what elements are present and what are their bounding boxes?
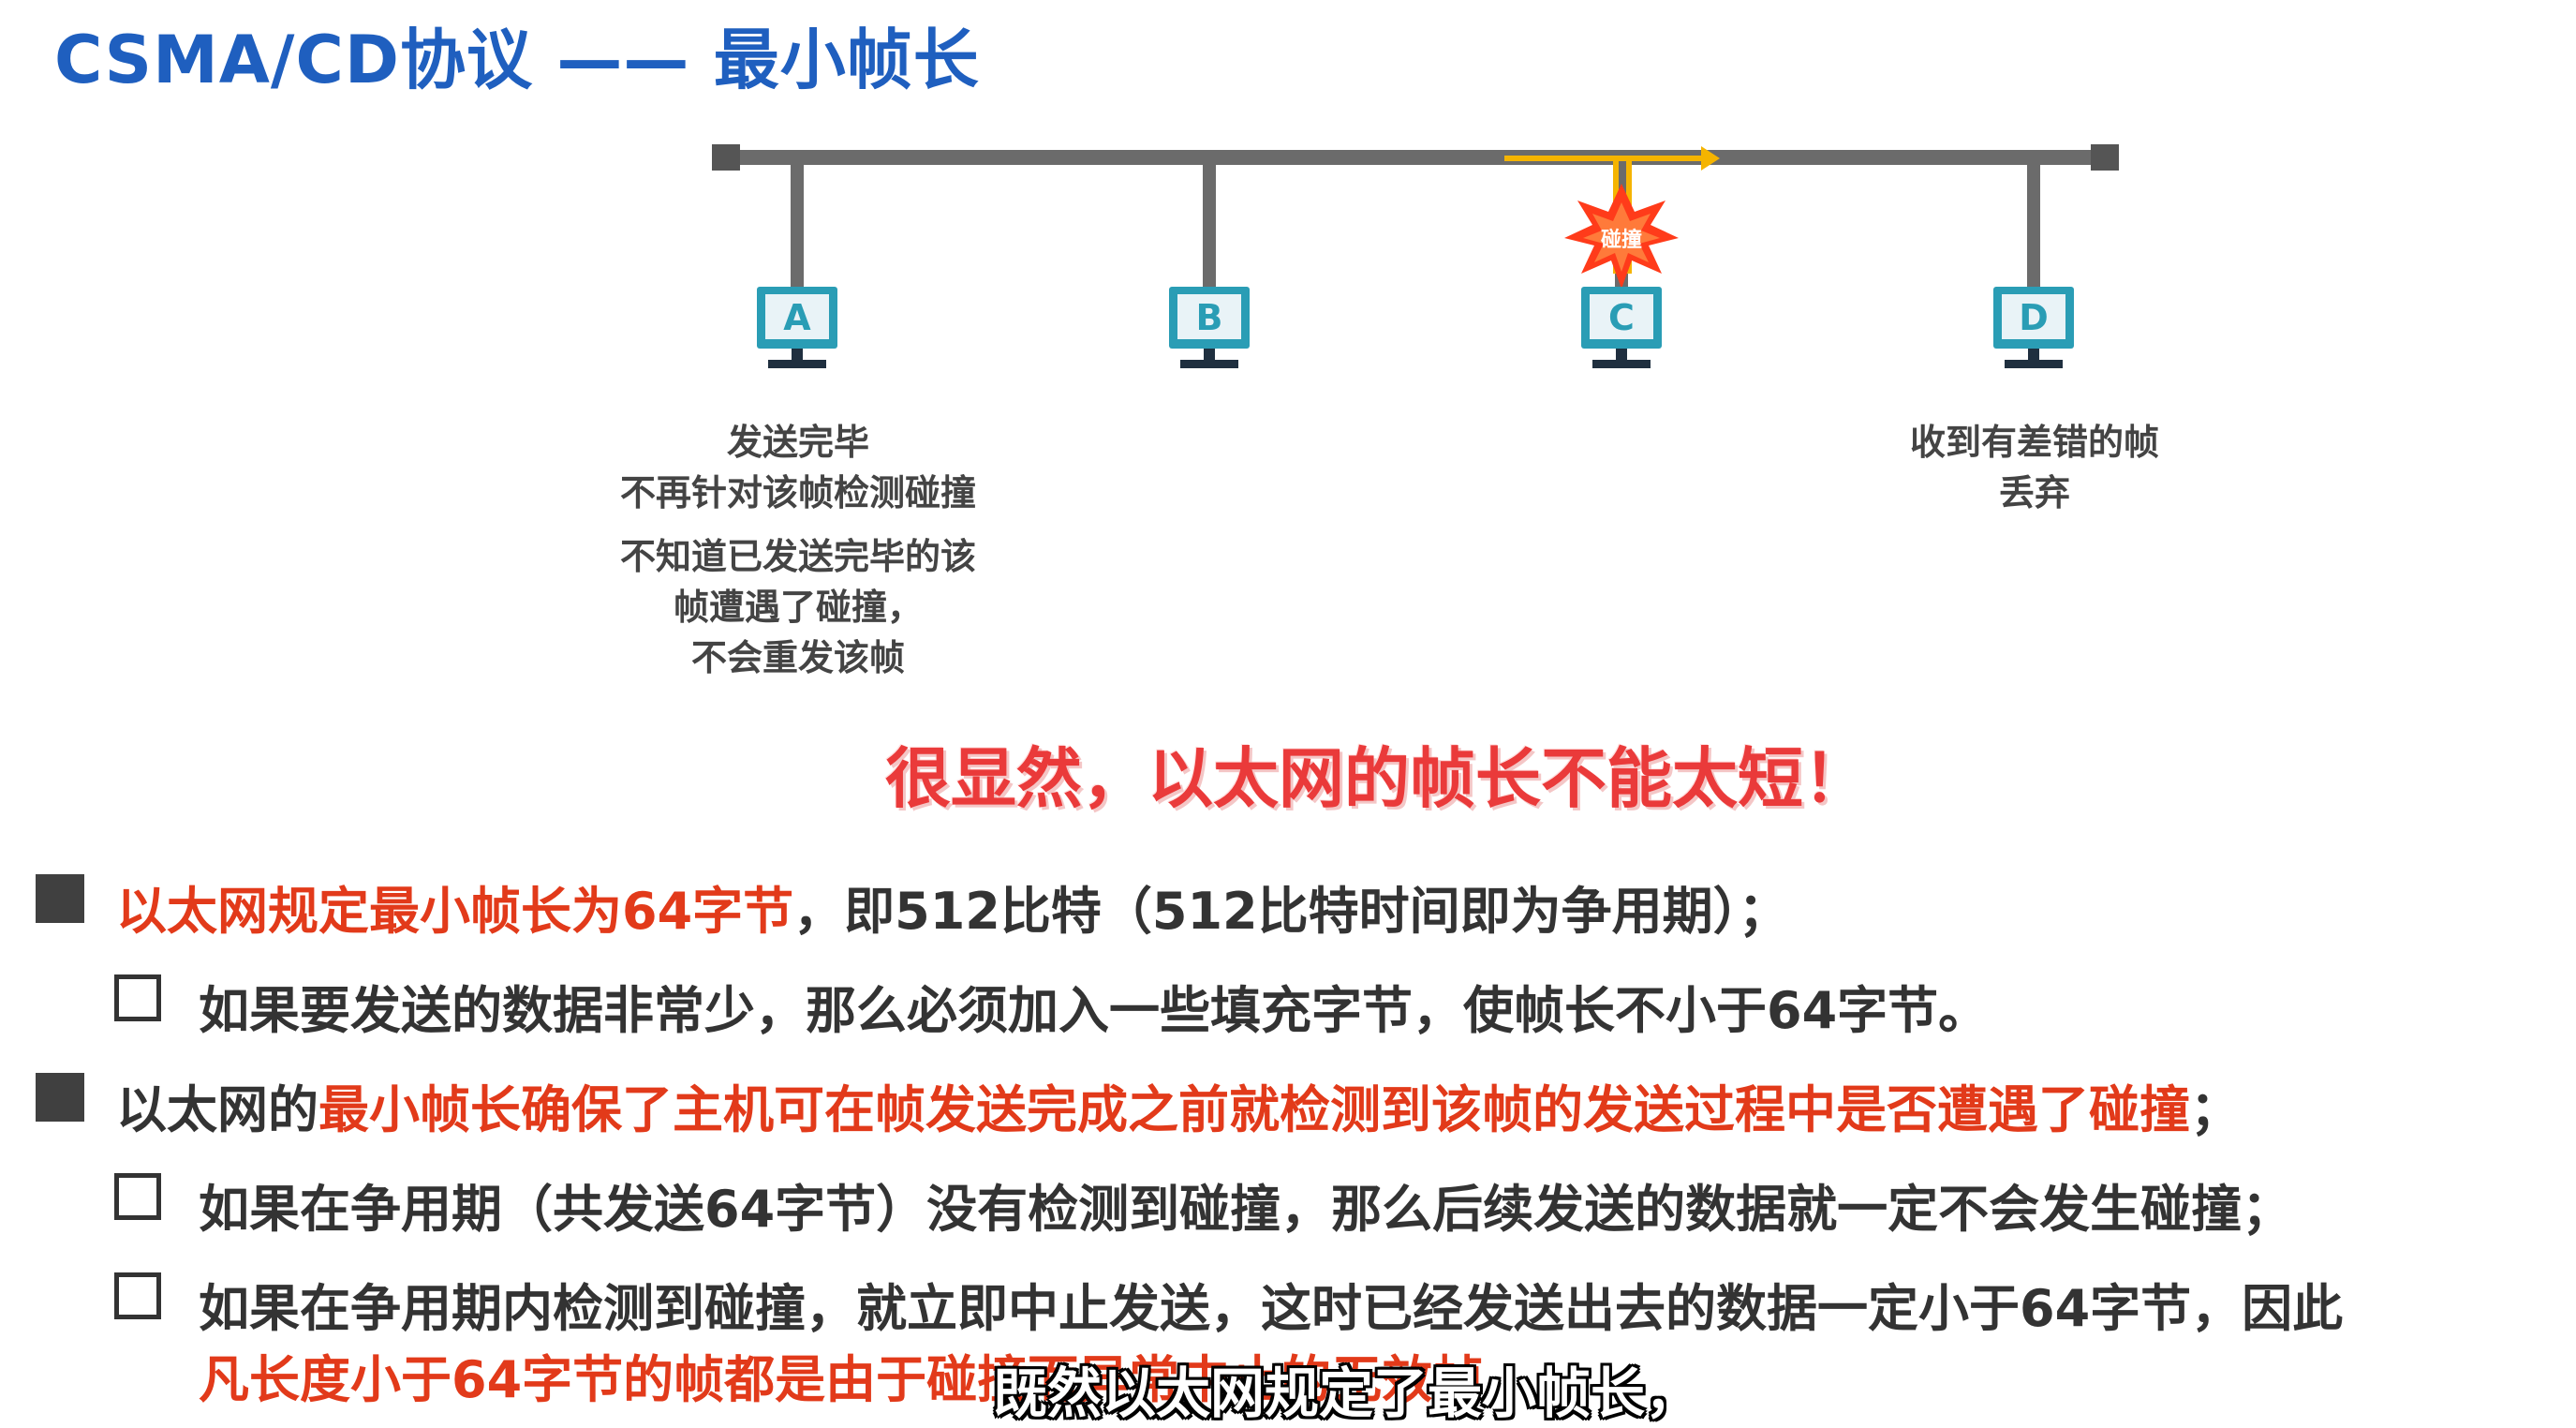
sub-bullet-text: 如果在争用期内检测到碰撞，就立即中止发送，这时已经发送出去的数据一定小于64字节… (199, 1279, 2344, 1338)
network-diagram: 碰撞 A B C D (712, 144, 2119, 368)
collision-burst-icon (1564, 184, 1679, 289)
host-d-monitor-icon (1993, 287, 2074, 368)
video-subtitle: 既然以太网规定了最小帧长， (993, 1361, 1700, 1425)
bullet-text: 以太网的最小帧长确保了主机可在帧发送完成之前就检测到该帧的发送过程中是否遭遇了碰… (116, 1068, 2241, 1142)
note-a-line: 不会重发该帧 (690, 637, 905, 678)
filled-square-icon (36, 1073, 84, 1122)
bus-line (712, 150, 2117, 165)
drop-line-b (1203, 165, 1216, 287)
bullet-prefix-text: 以太网的 (116, 1080, 318, 1139)
note-d-line: 收到有差错的帧 (1909, 422, 2159, 463)
host-c-label: C (1608, 297, 1635, 338)
bullet-suffix-text: ； (2190, 1080, 2241, 1139)
note-d-line: 丢弃 (1998, 472, 2070, 513)
page-title: CSMA/CD协议 —— 最小帧长 (54, 22, 980, 98)
sub-bullet-red-text: 凡长度小于64字节的帧都是由于碰撞而异常中止的无效帧 (199, 1350, 1484, 1409)
host-b-monitor-icon (1169, 287, 1250, 368)
host-d-note: 收到有差错的帧 丢弃 (1836, 417, 2233, 518)
bullet-red-text: 以太网规定最小帧长为64字节 (116, 882, 794, 941)
host-a-monitor-icon (757, 287, 837, 368)
empty-square-icon (114, 1173, 161, 1220)
collision-label: 碰撞 (1601, 228, 1642, 252)
empty-square-icon (114, 1272, 161, 1319)
bullet-red-text: 最小帧长确保了主机可在帧发送完成之前就检测到该帧的发送过程中是否遭遇了碰撞 (318, 1080, 2190, 1139)
host-b-label: B (1196, 297, 1223, 338)
sub-bullet-text: 如果在争用期（共发送64字节）没有检测到碰撞，那么后续发送的数据就一定不会发生碰… (199, 1180, 2293, 1239)
host-c-monitor-icon (1581, 287, 1662, 368)
bullet-text: 以太网规定最小帧长为64字节，即512比特（512比特时间即为争用期）； (116, 870, 1789, 944)
note-a-line: 帧遭遇了碰撞， (673, 587, 923, 628)
host-a-note: 发送完毕 不再针对该帧检测碰撞 不知道已发送完毕的该 帧遭遇了碰撞， 不会重发该… (600, 417, 997, 683)
bullet-plain-text: ，即512比特（512比特时间即为争用期）； (793, 882, 1789, 941)
filled-square-icon (36, 874, 84, 923)
drop-line-a (791, 165, 804, 287)
bus-end-left (712, 144, 740, 171)
note-a-line: 不再针对该帧检测碰撞 (619, 472, 976, 513)
host-a-label: A (783, 297, 811, 338)
note-a-line: 不知道已发送完毕的该 (619, 536, 976, 577)
note-a-line: 发送完毕 (726, 422, 869, 463)
sub-bullet-text: 如果要发送的数据非常少，那么必须加入一些填充字节，使帧长不小于64字节。 (199, 981, 1990, 1040)
bus-end-right (2091, 144, 2119, 171)
host-d-label: D (2019, 297, 2049, 338)
empty-square-icon (114, 974, 161, 1021)
drop-line-d (2027, 165, 2040, 287)
emphasis-statement: 很显然，以太网的帧长不能太短！ (885, 740, 1869, 817)
